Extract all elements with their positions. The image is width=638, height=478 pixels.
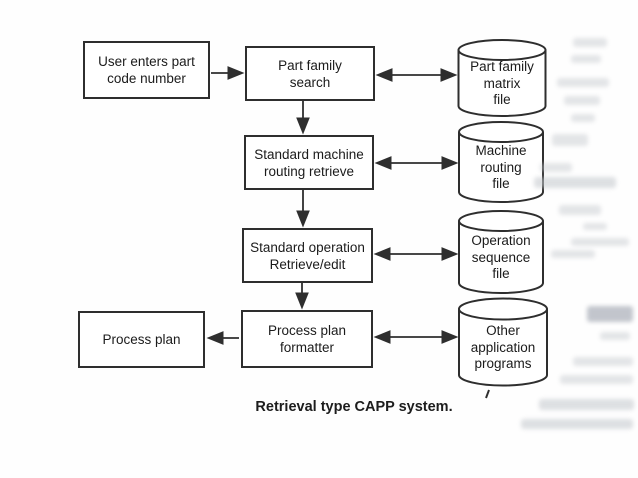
datastore-label: Operation sequence file (471, 233, 531, 282)
scan-artifact (564, 96, 600, 105)
datastore-cylinder-operation-sequence-file (458, 210, 544, 294)
scan-artifact (560, 375, 633, 384)
node-process-plan: Process plan (78, 311, 205, 368)
scan-artifact (571, 238, 629, 246)
datastore-label: Part family matrix file (470, 59, 534, 108)
datastore-cylinder-part-family-matrix-file (457, 39, 547, 117)
scan-artifact (571, 114, 595, 122)
scan-artifact (521, 419, 633, 429)
datastore-label: Other application programs (470, 323, 536, 372)
node-standard-machine-routing-retrieve: Standard machine routing retrieve (244, 135, 374, 190)
node-label: User enters part code number (98, 54, 195, 86)
scan-artifact (571, 55, 601, 63)
node-label: Standard operation Retrieve/edit (250, 239, 365, 272)
scan-artifact (573, 357, 633, 366)
node-part-family-search: Part family search (245, 46, 375, 101)
scan-artifact (551, 250, 595, 258)
datastore-operation-sequence-file: Operation sequence file (459, 229, 543, 287)
scan-artifact (534, 177, 616, 188)
scan-artifact (583, 223, 607, 230)
node-standard-operation-retrieve-edit: Standard operation Retrieve/edit (242, 228, 373, 283)
datastore-cylinder-machine-routing-file (458, 121, 544, 203)
scan-artifact (573, 38, 607, 47)
node-user-enters-part-code: User enters part code number (83, 41, 210, 99)
stray-mark (485, 389, 490, 399)
scan-artifact (557, 78, 609, 87)
datastore-other-application-programs: Other application programs (459, 317, 547, 379)
node-label: Process plan (102, 332, 181, 347)
node-label: Part family search (278, 57, 342, 90)
scan-artifact (600, 332, 630, 340)
figure-caption: Retrieval type CAPP system. (255, 399, 453, 415)
datastore-machine-routing-file: Machine routing file (459, 140, 543, 196)
scan-artifact (540, 163, 572, 172)
datastore-part-family-matrix-file: Part family matrix file (458, 58, 546, 110)
node-process-plan-formatter: Process plan formatter (241, 310, 373, 368)
node-label: Standard machine routing retrieve (254, 146, 364, 179)
datastore-label: Machine routing file (475, 143, 527, 192)
scan-artifact (539, 399, 634, 410)
node-label: Process plan formatter (267, 323, 347, 355)
scan-artifact (559, 205, 601, 215)
datastore-cylinder-other-application-programs (458, 297, 548, 387)
scan-artifact (552, 134, 588, 146)
scan-artifact (587, 306, 633, 322)
